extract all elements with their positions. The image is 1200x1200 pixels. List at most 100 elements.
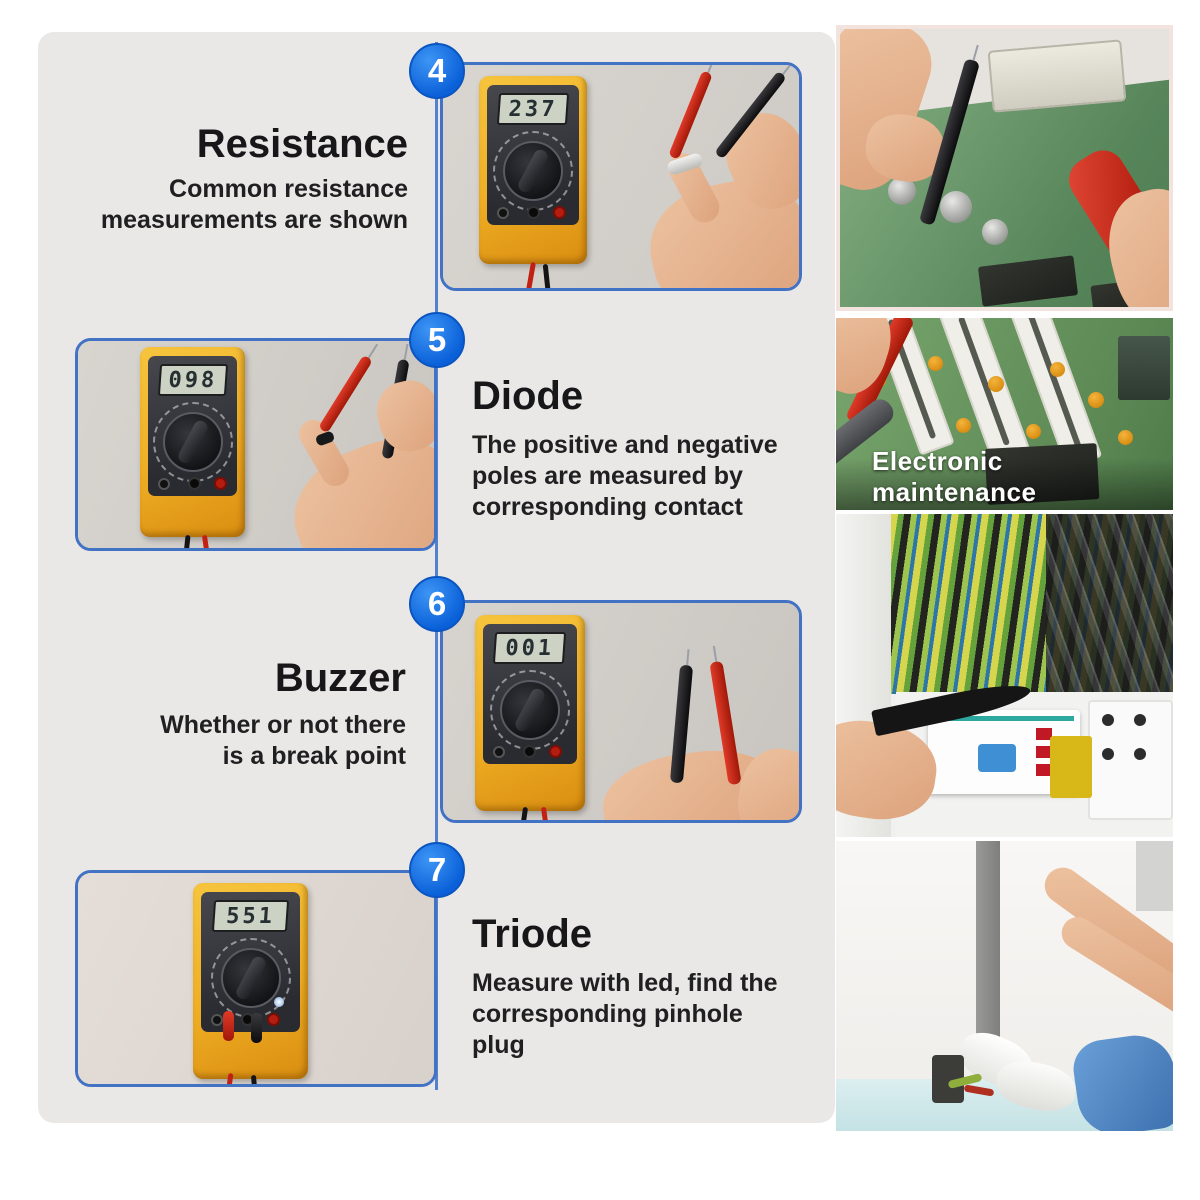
capacitor [988, 376, 1004, 392]
black-test-lead [250, 1074, 261, 1084]
step-description: Common resistance measurements are shown [100, 175, 408, 234]
multimeter-illustration: 237 [479, 76, 587, 288]
screw [1102, 748, 1114, 760]
capacitor [1026, 424, 1041, 439]
yellow-label [1050, 736, 1092, 798]
breaker-cabinet-photo [836, 514, 1173, 837]
step-number: 5 [427, 321, 447, 358]
breaker-switch [978, 744, 1016, 772]
rotary-dial [220, 948, 281, 1008]
breaker-indicator [1036, 728, 1052, 740]
capacitor [956, 418, 971, 433]
photo-step-5: 098 [75, 338, 437, 551]
breaker-indicator [1036, 764, 1052, 776]
step-title-diode: Diode [472, 374, 584, 418]
meter-face: 001 [483, 624, 577, 764]
breaker-indicator [1036, 746, 1052, 758]
black-plug [251, 1013, 262, 1043]
capacitor [928, 356, 943, 371]
screw [1134, 748, 1146, 760]
shirt-sleeve [1136, 841, 1173, 911]
dial-knob [513, 686, 547, 734]
step-text-5: Diode The positive and negative poles ar… [472, 374, 812, 523]
black-test-lead [518, 806, 529, 820]
capacitor [940, 191, 972, 223]
step-number: 4 [427, 52, 447, 89]
rotary-dial [162, 412, 223, 472]
step-badge-6: 6 [409, 576, 465, 632]
diode-measurement-scene: 098 [78, 341, 434, 548]
multimeter-illustration: 551 [193, 883, 308, 1084]
photo-step-4: 237 [440, 62, 802, 291]
heatsink [1118, 336, 1170, 400]
dial-knob [175, 418, 210, 466]
step-number: 6 [427, 585, 447, 622]
dial-knob [516, 147, 550, 195]
pcb-probing-scene [840, 29, 1169, 307]
caption-shade [836, 458, 1173, 510]
red-test-lead [221, 1072, 234, 1084]
black-test-lead [542, 263, 553, 288]
red-test-lead [523, 261, 536, 288]
pcb-probing-photo [836, 25, 1173, 311]
step-title-triode: Triode [472, 912, 593, 956]
triode-measurement-scene: 551 [78, 873, 434, 1084]
wall-repair-photo [836, 841, 1173, 1131]
screw [1134, 714, 1146, 726]
step-title-resistance: Resistance [196, 122, 408, 166]
lcd-display: 551 [211, 900, 290, 932]
step-title-buzzer: Buzzer [274, 656, 406, 700]
capacitor [1118, 430, 1133, 445]
step-description: Measure with led, find the corresponding… [472, 969, 778, 1059]
step-text-6: Buzzer Whether or not there is a break p… [40, 656, 406, 772]
din-module [1088, 700, 1173, 820]
resistance-measurement-scene: 237 [443, 65, 799, 288]
buzzer-continuity-scene: 001 [443, 603, 799, 820]
lcd-display: 098 [157, 364, 228, 396]
red-probe [668, 70, 713, 160]
blue-clothing [1069, 1030, 1173, 1131]
red-plug [223, 1011, 234, 1041]
step-badge-5: 5 [409, 312, 465, 368]
step-badge-7: 7 [409, 842, 465, 898]
probe-jacks [483, 744, 577, 760]
meter-face: 551 [201, 892, 300, 1032]
breaker-stripe [934, 716, 1074, 721]
photo-step-6: 001 [440, 600, 802, 823]
black-cables [1046, 514, 1173, 694]
screw [1102, 714, 1114, 726]
step-number: 7 [427, 851, 447, 888]
multimeter-illustration: 001 [475, 615, 585, 820]
lcd-display: 237 [496, 93, 570, 125]
red-test-lead [540, 806, 551, 820]
meter-face: 098 [148, 356, 237, 496]
rotary-dial [500, 680, 560, 740]
step-text-7: Triode Measure with led, find the corres… [472, 912, 812, 1061]
step-description: The positive and negative poles are meas… [472, 431, 778, 521]
probe-jacks [148, 476, 237, 492]
step-description: Whether or not there is a break point [160, 711, 406, 770]
indicator-led [274, 997, 284, 1007]
motherboard-photo: Electronic maintenance [836, 318, 1173, 510]
connector-socket [987, 39, 1127, 113]
probe-jacks [487, 205, 579, 221]
capacitor [982, 219, 1008, 245]
black-test-lead [182, 534, 191, 548]
wall-repair-scene [836, 841, 1173, 1131]
meter-face: 237 [487, 85, 579, 225]
step-badge-4: 4 [409, 43, 465, 99]
dial-knob [233, 954, 268, 1002]
red-test-lead [201, 534, 212, 548]
step-text-4: Resistance Common resistance measurement… [40, 122, 408, 236]
motherboard-scene: Electronic maintenance [836, 318, 1173, 510]
capacitor [1050, 362, 1065, 377]
step-connector-line [435, 42, 438, 1090]
multimeter-illustration: 098 [140, 347, 245, 548]
rotary-dial [503, 141, 563, 201]
photo-caption: Electronic maintenance [872, 446, 1037, 507]
red-probe [318, 354, 373, 434]
photo-step-7: 551 [75, 870, 437, 1087]
breaker-cabinet-scene [836, 514, 1173, 837]
lcd-display: 001 [493, 632, 567, 664]
